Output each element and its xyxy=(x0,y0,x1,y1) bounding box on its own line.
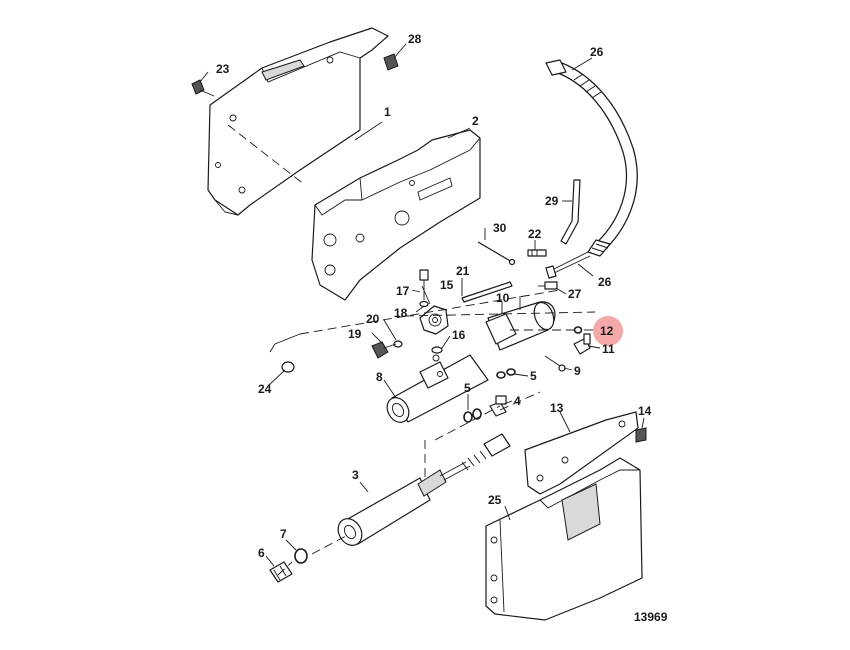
callout-23: 23 xyxy=(216,62,230,76)
callout-7: 7 xyxy=(280,527,287,541)
callout-17: 17 xyxy=(396,284,410,298)
part-29-tube xyxy=(560,179,581,245)
callout-30: 30 xyxy=(493,221,507,235)
part-5-o-rings-lower xyxy=(463,408,482,423)
callout-13: 13 xyxy=(550,401,564,415)
callout-25: 25 xyxy=(488,493,502,507)
diagram-number: 13969 xyxy=(634,610,668,624)
part-25-case xyxy=(485,457,643,621)
callout-5-lower: 5 xyxy=(464,381,471,395)
callout-5-upper: 5 xyxy=(530,369,537,383)
callout-14: 14 xyxy=(638,404,652,418)
part-15-clamp xyxy=(419,305,449,335)
callout-26-top: 26 xyxy=(590,45,604,59)
part-5-o-rings-upper xyxy=(496,368,516,379)
part-22-fitting xyxy=(527,249,547,257)
part-3-piston-assembly xyxy=(337,433,511,546)
callout-24: 24 xyxy=(258,382,272,396)
part-21-pin xyxy=(461,281,513,303)
callout-26-bottom: 26 xyxy=(598,275,612,289)
part-9-bolt xyxy=(544,355,566,372)
part-1-mounting-bracket xyxy=(207,27,389,216)
part-4-elbow xyxy=(489,395,507,417)
callout-27: 27 xyxy=(568,287,582,301)
part-11-elbow xyxy=(573,333,591,355)
callout-6: 6 xyxy=(258,546,265,560)
callout-12-highlight xyxy=(593,316,623,346)
part-20-washer xyxy=(393,340,403,348)
callout-28: 28 xyxy=(408,32,422,46)
part-30-rod xyxy=(477,241,516,266)
callout-9: 9 xyxy=(574,364,581,378)
callout-2: 2 xyxy=(472,114,479,128)
callout-19: 19 xyxy=(348,327,362,341)
callout-18: 18 xyxy=(394,306,408,320)
part-14-screw xyxy=(635,427,647,443)
part-13-plate xyxy=(524,411,639,495)
part-8-tube xyxy=(386,354,489,423)
callout-20: 20 xyxy=(366,312,380,326)
callouts: 1 2 3 4 5 5 6 7 8 9 10 11 12 13 14 15 16… xyxy=(216,32,652,560)
part-7-o-ring xyxy=(294,548,308,564)
callout-29: 29 xyxy=(545,194,559,208)
callout-8: 8 xyxy=(376,370,383,384)
part-16-nut xyxy=(431,346,443,354)
part-12-o-ring xyxy=(573,326,583,334)
part-23-bolt xyxy=(191,79,215,97)
callout-4: 4 xyxy=(514,394,521,408)
callout-10: 10 xyxy=(496,291,510,305)
part-19-bolt xyxy=(371,341,397,359)
part-2-housing xyxy=(311,129,481,301)
assembly-lines xyxy=(277,289,596,576)
part-18-washer xyxy=(419,300,429,308)
callout-16: 16 xyxy=(452,328,466,342)
callout-21: 21 xyxy=(456,264,470,278)
callout-11: 11 xyxy=(602,342,615,356)
part-27-fitting xyxy=(538,281,558,290)
part-24-cap xyxy=(269,333,301,373)
leader-lines xyxy=(199,43,645,567)
part-26-hose xyxy=(545,59,638,279)
callout-22: 22 xyxy=(528,227,542,241)
callout-15: 15 xyxy=(440,278,454,292)
part-17-bolt xyxy=(419,269,429,300)
callout-12: 12 xyxy=(600,324,614,338)
callout-1: 1 xyxy=(384,105,391,119)
callout-3: 3 xyxy=(352,468,359,482)
